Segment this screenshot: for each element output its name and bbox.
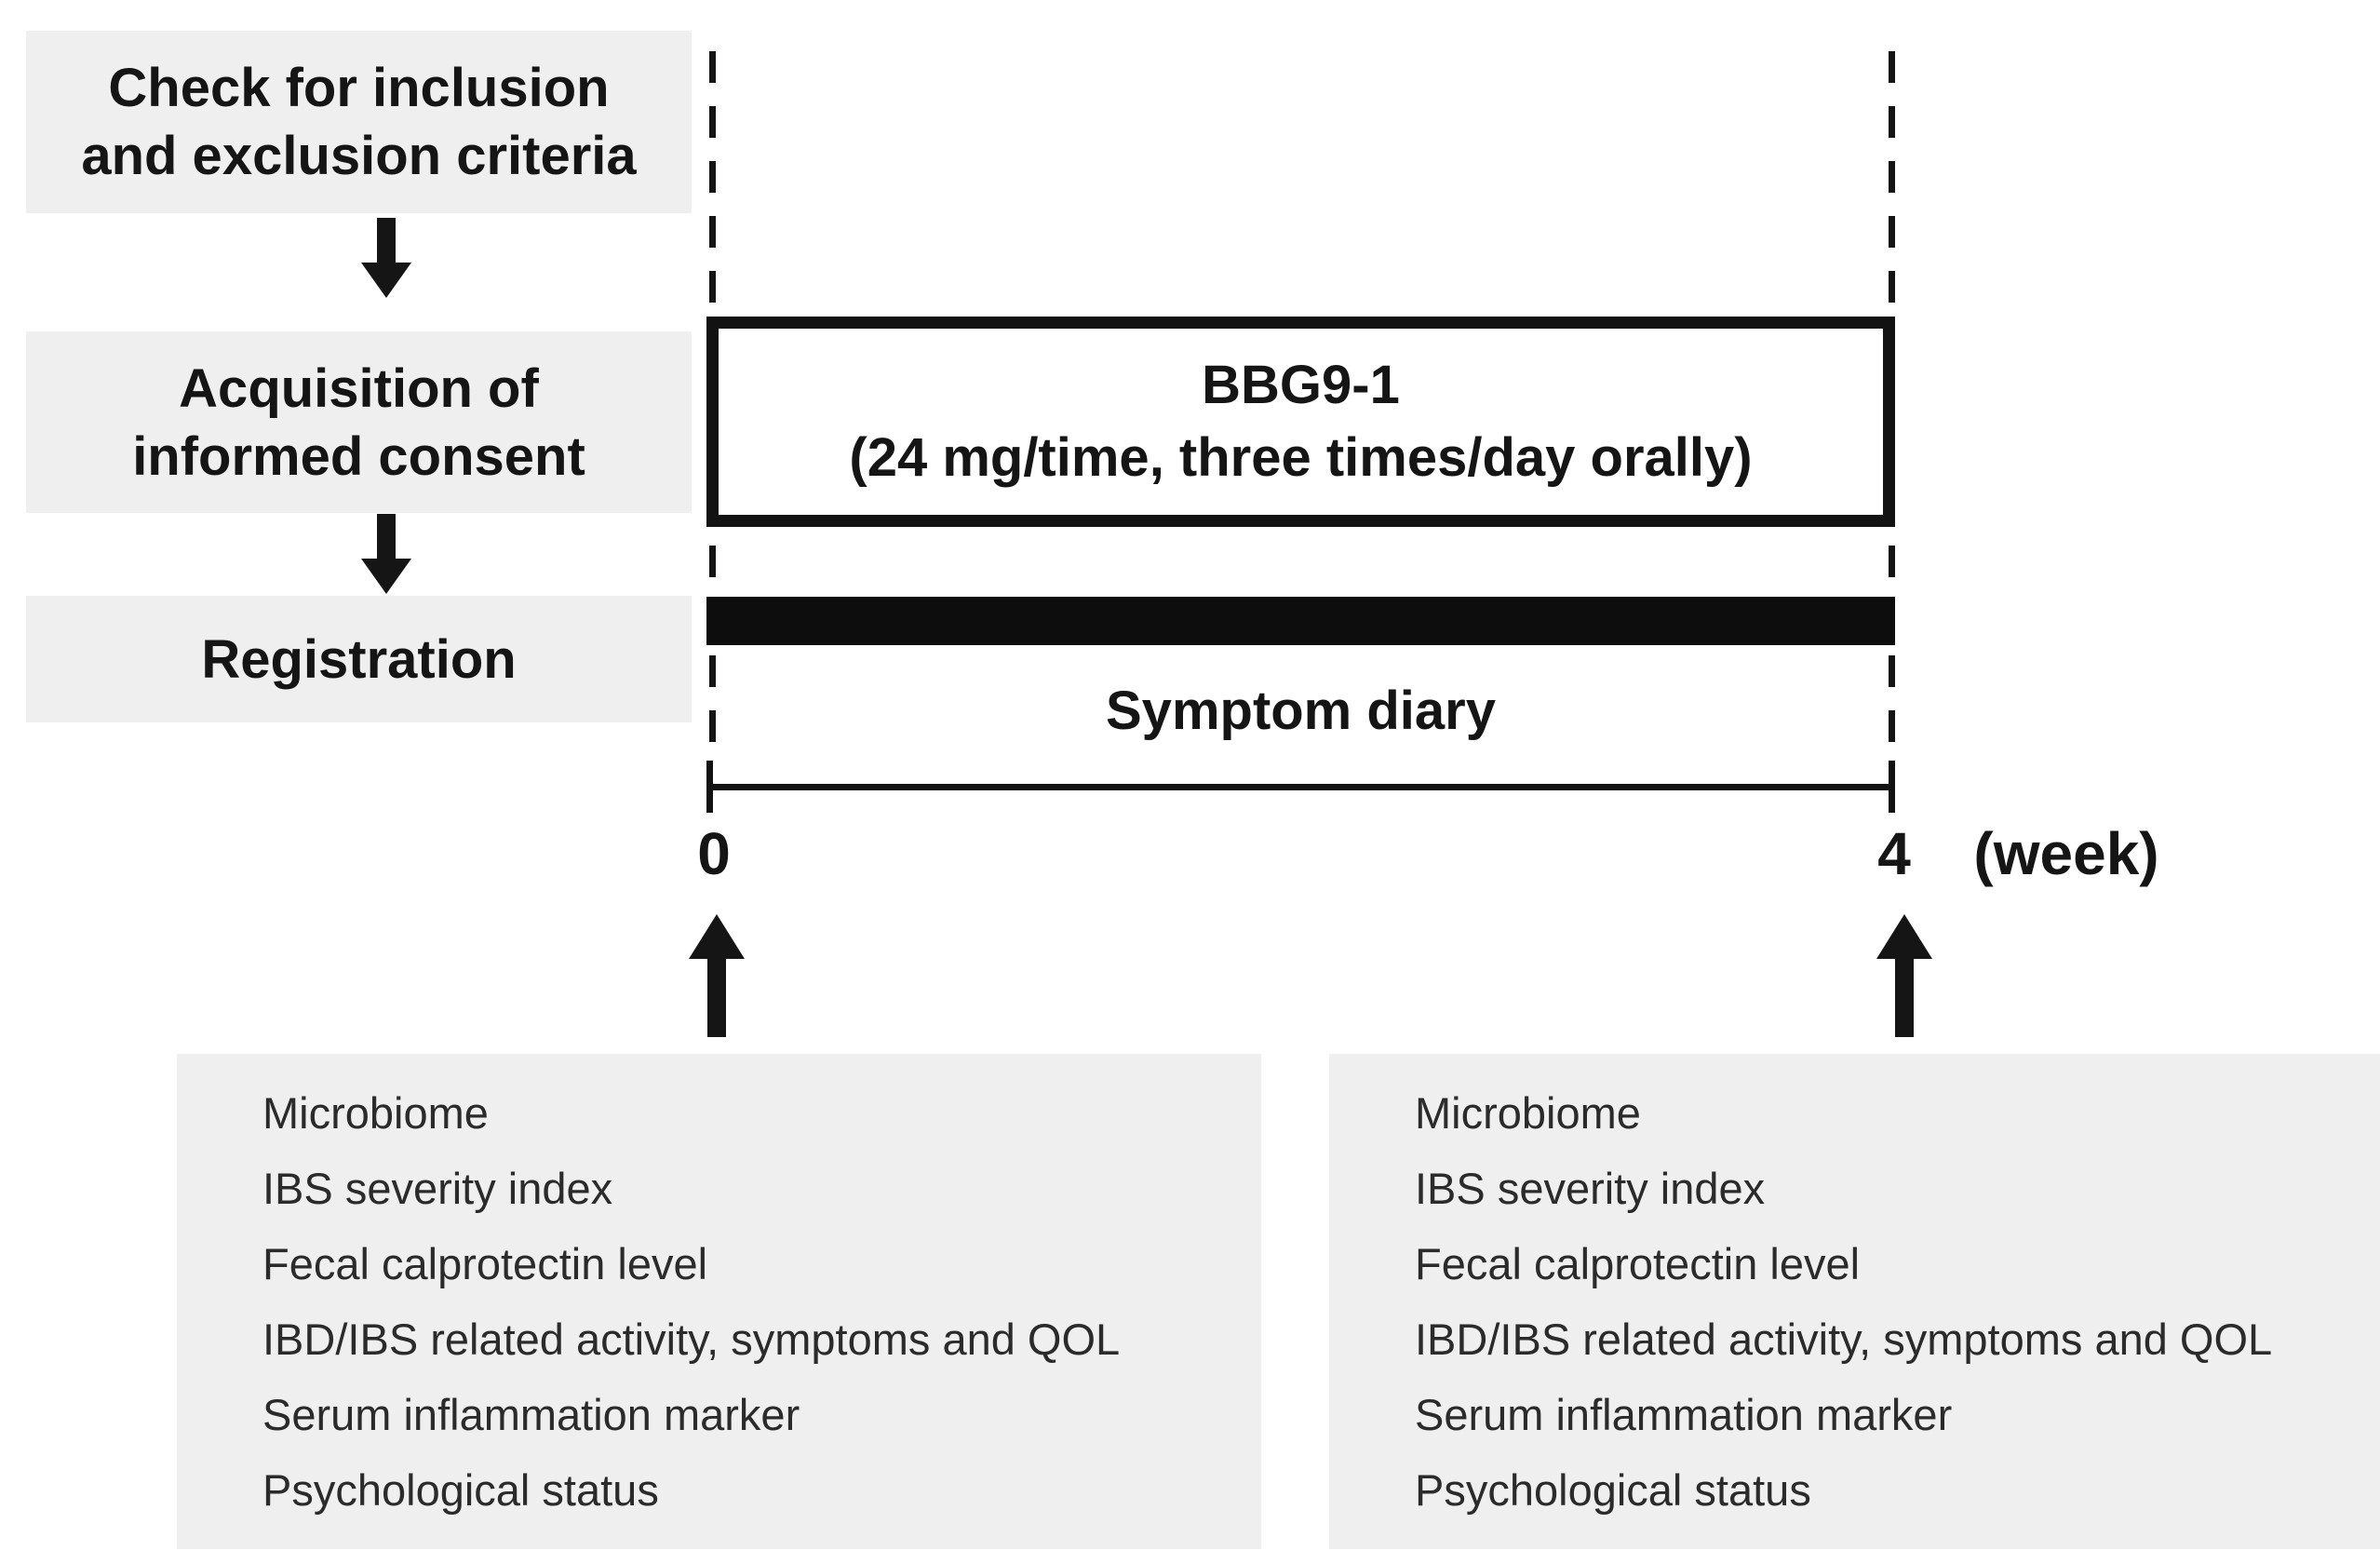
down-arrow-icon bbox=[361, 218, 411, 298]
up-arrow-icon bbox=[689, 914, 745, 1037]
treatment-name: BBG9-1 bbox=[1202, 355, 1400, 415]
treatment-box: BBG9-1 (24 mg/time, three times/day oral… bbox=[706, 317, 1895, 527]
week0-label: 0 bbox=[697, 820, 731, 887]
assessment-item: Microbiome bbox=[262, 1088, 489, 1138]
assessment-item: Serum inflammation marker bbox=[262, 1390, 800, 1439]
down-arrow-head bbox=[361, 263, 411, 298]
registration-label: Registration bbox=[201, 628, 517, 690]
week4-label: 4 bbox=[1877, 820, 1911, 887]
informed-consent-line2: informed consent bbox=[132, 425, 585, 487]
symptom-diary-period-bar bbox=[706, 597, 1895, 645]
inclusion-exclusion-line2: and exclusion criteria bbox=[81, 126, 637, 186]
down-arrow-head bbox=[361, 559, 411, 594]
up-arrow-shaft bbox=[707, 959, 726, 1037]
registration-box: Registration bbox=[26, 596, 692, 722]
inclusion-exclusion-line1: Check for inclusion bbox=[108, 58, 610, 118]
assessment-list-baseline: Microbiome IBS severity index Fecal calp… bbox=[177, 1054, 1261, 1549]
assessment-item: Psychological status bbox=[262, 1465, 659, 1515]
assessment-item: IBD/IBS related activity, symptoms and Q… bbox=[1415, 1315, 2273, 1364]
timeline-axis bbox=[709, 784, 1895, 790]
inclusion-exclusion-box: Check for inclusion and exclusion criter… bbox=[26, 31, 692, 213]
assessment-item: IBS severity index bbox=[262, 1164, 613, 1213]
up-arrow-head bbox=[1876, 914, 1932, 959]
axis-tick-start bbox=[706, 761, 713, 813]
assessment-item: IBD/IBS related activity, symptoms and Q… bbox=[262, 1315, 1121, 1364]
informed-consent-box: Acquisition of informed consent bbox=[26, 331, 692, 513]
symptom-diary-label: Symptom diary bbox=[1106, 681, 1496, 741]
up-arrow-shaft bbox=[1895, 959, 1914, 1037]
assessment-list-week4: Microbiome IBS severity index Fecal calp… bbox=[1329, 1054, 2380, 1549]
assessment-item: IBS severity index bbox=[1415, 1164, 1766, 1213]
up-arrow-icon bbox=[1876, 914, 1932, 1037]
down-arrow-shaft bbox=[377, 218, 396, 263]
assessment-item: Fecal calprotectin level bbox=[1415, 1239, 1861, 1288]
treatment-dose: (24 mg/time, three times/day orally) bbox=[849, 427, 1753, 488]
axis-tick-end bbox=[1889, 761, 1895, 813]
assessment-item: Fecal calprotectin level bbox=[262, 1239, 708, 1288]
assessment-item: Psychological status bbox=[1415, 1465, 1811, 1515]
down-arrow-icon bbox=[361, 514, 411, 594]
down-arrow-shaft bbox=[377, 514, 396, 559]
informed-consent-line1: Acquisition of bbox=[179, 357, 539, 419]
assessment-item: Microbiome bbox=[1415, 1088, 1641, 1138]
up-arrow-head bbox=[689, 914, 745, 959]
week-unit-label: (week) bbox=[1973, 820, 2159, 887]
assessment-item: Serum inflammation marker bbox=[1415, 1390, 1953, 1439]
